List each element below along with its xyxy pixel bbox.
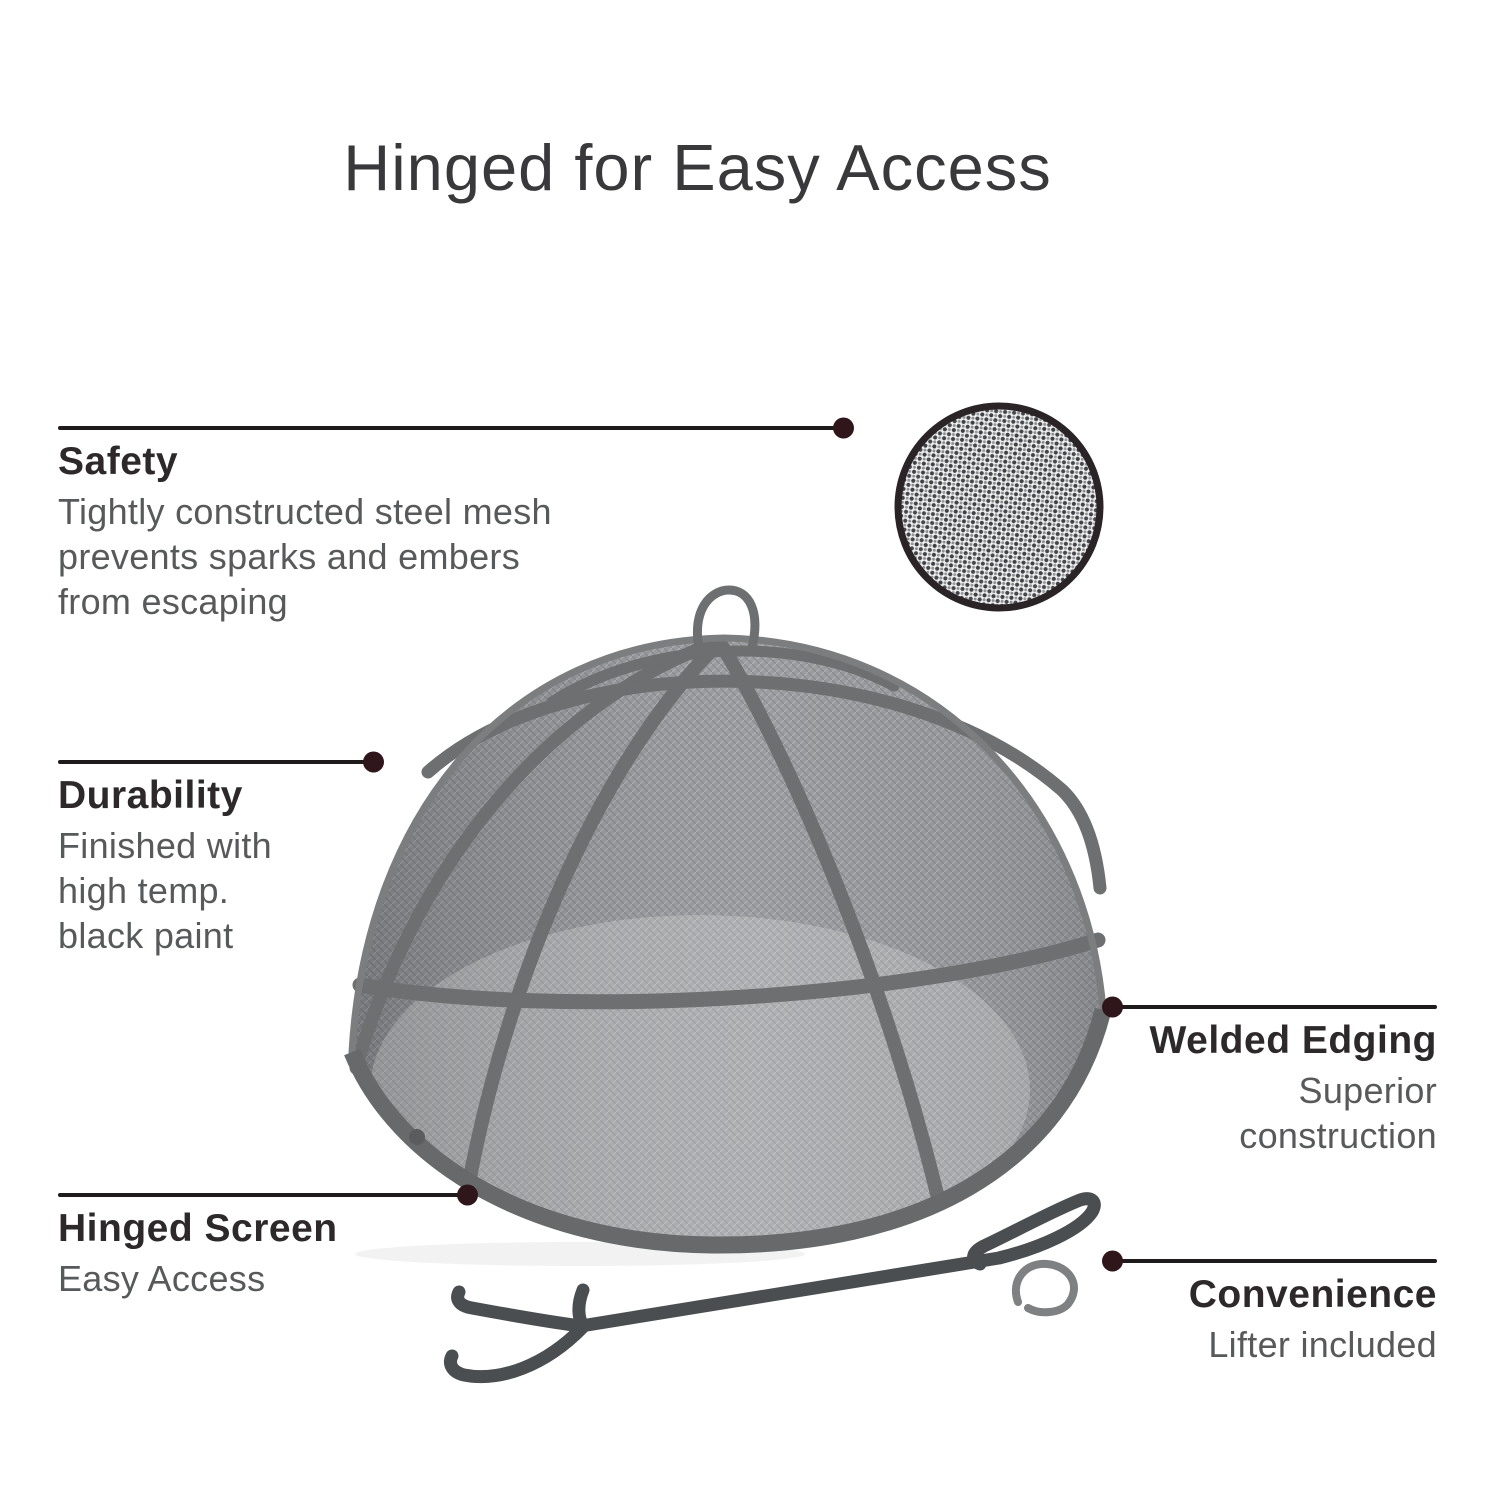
- callout-dot: [363, 751, 384, 773]
- callout-body: Superior construction: [1110, 1068, 1437, 1158]
- callout-line: [58, 417, 854, 439]
- dome-side-ring: [1012, 1259, 1078, 1317]
- lifter-tool-icon: [444, 1192, 1101, 1384]
- callout-line: [58, 1184, 478, 1206]
- lifter-lower-prong: [444, 1320, 590, 1384]
- callout-safety: Safety Tightly constructed steel mesh pr…: [58, 417, 854, 624]
- callout-dot: [1102, 996, 1123, 1018]
- lifter-shaft-and-handle: [574, 1192, 1101, 1333]
- callout-text-line: Easy Access: [58, 1257, 266, 1299]
- lifter-upper-prong: [451, 1285, 588, 1333]
- callout-text-line: Finished with: [58, 824, 272, 866]
- callout-line: [1102, 1250, 1437, 1272]
- callout-line: [58, 751, 384, 773]
- callout-heading: Hinged Screen: [58, 1207, 338, 1250]
- callout-dot: [833, 417, 854, 439]
- callout-text-line: construction: [1239, 1114, 1437, 1156]
- callout-line: [1102, 996, 1437, 1018]
- callout-text-line: black paint: [58, 914, 234, 956]
- page-title: Hinged for Easy Access: [343, 131, 1052, 204]
- mesh-detail-circle-icon: [894, 402, 1104, 612]
- callout-durability: Durability Finished with high temp. blac…: [58, 751, 384, 958]
- callout-hinged-screen: Hinged Screen Easy Access: [58, 1184, 478, 1301]
- dome-top-handle-loop: [693, 585, 760, 659]
- callout-heading: Convenience: [1188, 1273, 1437, 1316]
- dome-frame-ribs: [349, 637, 1107, 1205]
- callout-heading: Safety: [58, 440, 179, 483]
- callout-heading: Welded Edging: [1149, 1019, 1437, 1062]
- callout-text-line: from escaping: [58, 580, 289, 622]
- dome-bottom-rim: [344, 1007, 1112, 1254]
- callout-text-line: Tightly constructed steel mesh: [58, 490, 552, 532]
- callout-dot: [457, 1184, 478, 1206]
- callout-dot: [1102, 1250, 1123, 1272]
- callout-text-line: Superior: [1298, 1069, 1437, 1111]
- callout-text-line: high temp.: [58, 869, 230, 911]
- callout-body: Easy Access: [58, 1256, 470, 1301]
- callout-body: Finished with high temp. black paint: [58, 823, 376, 958]
- callout-text-line: prevents sparks and embers: [58, 535, 521, 577]
- callout-body: Lifter included: [1110, 1322, 1437, 1367]
- callout-body: Tightly constructed steel mesh prevents …: [58, 489, 846, 624]
- spark-screen-dome: [344, 585, 1112, 1317]
- callout-convenience: Convenience Lifter included: [1102, 1250, 1437, 1367]
- callout-welded-edging: Welded Edging Superior construction: [1102, 996, 1437, 1158]
- dome-hinge-rivet: [409, 1129, 425, 1145]
- callout-heading: Durability: [58, 774, 243, 817]
- callout-text-line: Lifter included: [1208, 1323, 1437, 1365]
